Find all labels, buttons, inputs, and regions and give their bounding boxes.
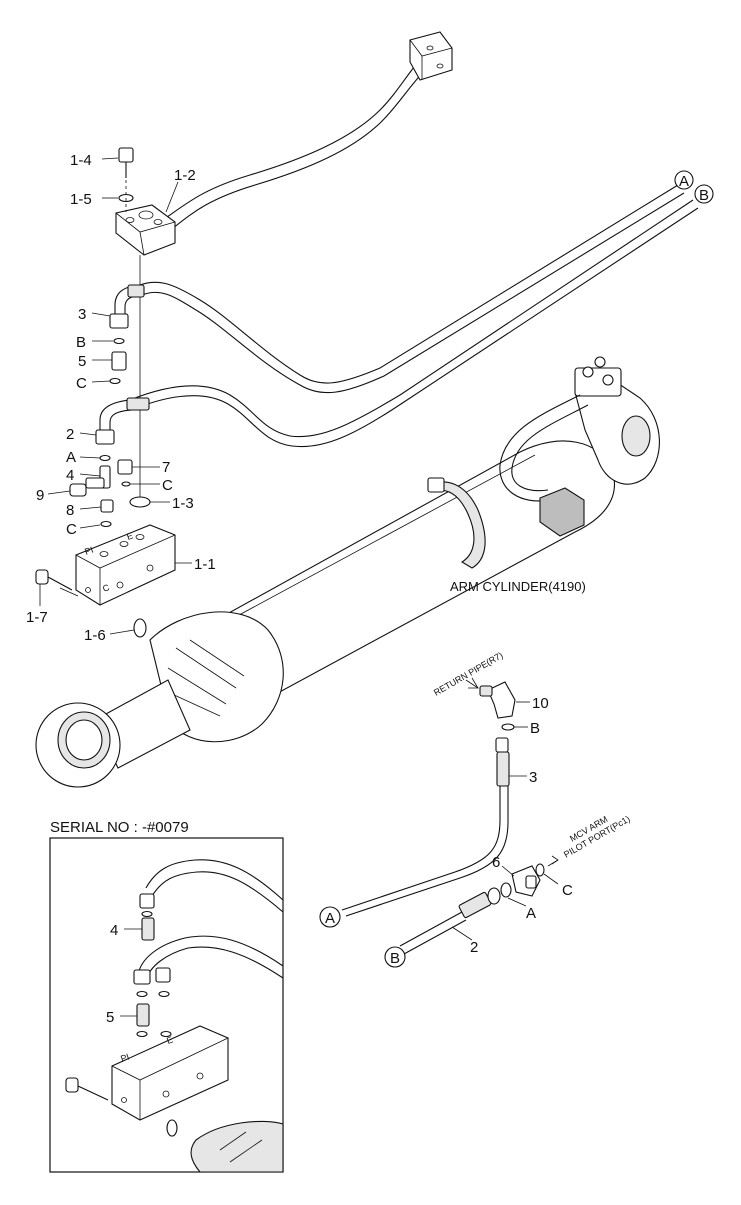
callout-3: 3 [78, 306, 86, 323]
connector-a-top: A [679, 173, 689, 190]
callout-9: 9 [36, 487, 44, 504]
return-assembly [341, 677, 559, 955]
block-mark-pi: PI [83, 545, 94, 557]
callout-1-2: 1-2 [174, 167, 196, 184]
callout-b: B [76, 334, 86, 351]
inset-mark-pi: PI [119, 1052, 130, 1064]
fitting-3 [109, 284, 145, 385]
callout-1-3: 1-3 [172, 495, 194, 512]
inset-callout-4: 4 [110, 922, 118, 939]
callout-8: 8 [66, 502, 74, 519]
callout-1-5: 1-5 [70, 191, 92, 208]
hydraulic-lines [129, 184, 699, 448]
callout-a: A [66, 449, 76, 466]
callout-5: 5 [78, 353, 86, 370]
callout-1-1: 1-1 [194, 556, 216, 573]
connector-b-bottom: B [390, 950, 400, 967]
split-flange [115, 204, 176, 256]
inset-callout-5: 5 [106, 1009, 114, 1026]
callout-a-2: A [526, 905, 536, 922]
callout-3-2: 3 [529, 769, 537, 786]
inset-mark-e: E [165, 1034, 174, 1045]
leaders [39, 157, 559, 1017]
connector-a-bottom: A [325, 910, 335, 927]
arm-cylinder [35, 356, 660, 788]
pipe-1-2 [159, 31, 453, 233]
callout-2: 2 [66, 426, 74, 443]
serial-no-label: SERIAL NO : -#0079 [50, 819, 189, 836]
callout-c-3: C [162, 477, 173, 494]
callout-c-2: C [66, 521, 77, 538]
fitting-2 [95, 397, 150, 462]
callout-c-4: C [562, 882, 573, 899]
fittings-small [69, 459, 151, 528]
callout-1-6: 1-6 [84, 627, 106, 644]
callout-labels: 1-4 1-5 1-2 3 B 5 C 2 A 4 9 8 C 7 C 1-3 … [26, 152, 573, 1026]
block-mark-e: E [125, 530, 134, 541]
callout-10: 10 [532, 695, 549, 712]
callout-1-4: 1-4 [70, 152, 92, 169]
callout-6: 6 [492, 854, 500, 871]
connector-markers: A B A B [319, 170, 714, 968]
arm-cylinder-label: ARM CYLINDER(4190) [450, 579, 586, 594]
block-mark-c: C [101, 582, 111, 594]
callout-1-7: 1-7 [26, 609, 48, 626]
bolt-1-4 [118, 147, 134, 212]
callout-c-1: C [76, 375, 87, 392]
callout-2-2: 2 [470, 939, 478, 956]
callout-b-2: B [530, 720, 540, 737]
serial-inset: PI E [49, 837, 284, 1173]
callout-7: 7 [162, 459, 170, 476]
o-ring-1-6 [133, 618, 147, 638]
callout-4: 4 [66, 467, 74, 484]
connector-b-top: B [699, 187, 709, 204]
block-1-1: PI E C [35, 524, 176, 606]
